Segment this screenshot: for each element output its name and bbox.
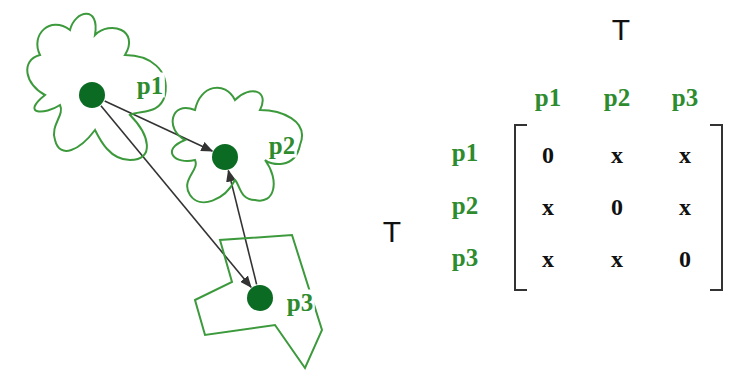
matrix-header: p2 [604, 85, 630, 110]
point-dot [79, 82, 105, 108]
point-dot [212, 144, 238, 170]
matrix-cell: x [611, 143, 623, 167]
cell-border [195, 235, 322, 368]
cell-border [27, 14, 166, 160]
matrix-symbol: T [383, 217, 401, 247]
left-bracket [515, 125, 527, 290]
cell-outline: p2 [160, 80, 310, 212]
matrix-cell: 0 [611, 195, 623, 219]
cell-outline: p1 [15, 5, 175, 167]
matrix-cell: 0 [542, 143, 554, 167]
matrix-cell: x [679, 195, 691, 219]
matrix-cell: 0 [679, 247, 691, 271]
matrix-header: p3 [672, 85, 698, 110]
point-label: p3 [285, 290, 315, 315]
matrix-cell: x [679, 143, 691, 167]
right-bracket [710, 125, 722, 290]
matrix-symbol: T [612, 15, 630, 45]
matrix-cell: x [542, 195, 554, 219]
matrix-header: p1 [535, 85, 561, 110]
connector-arrow [228, 171, 256, 285]
matrix-cell: x [542, 247, 554, 271]
matrix-header: p1 [452, 140, 478, 165]
matrix-header: p3 [452, 245, 478, 270]
matrix-header: p2 [452, 193, 478, 218]
cell-border [172, 88, 302, 203]
cell-outline: p3 [190, 230, 325, 372]
matrix-cell: x [611, 247, 623, 271]
point-dot [247, 285, 273, 311]
point-label: p1 [135, 73, 165, 98]
point-label: p2 [267, 133, 297, 158]
